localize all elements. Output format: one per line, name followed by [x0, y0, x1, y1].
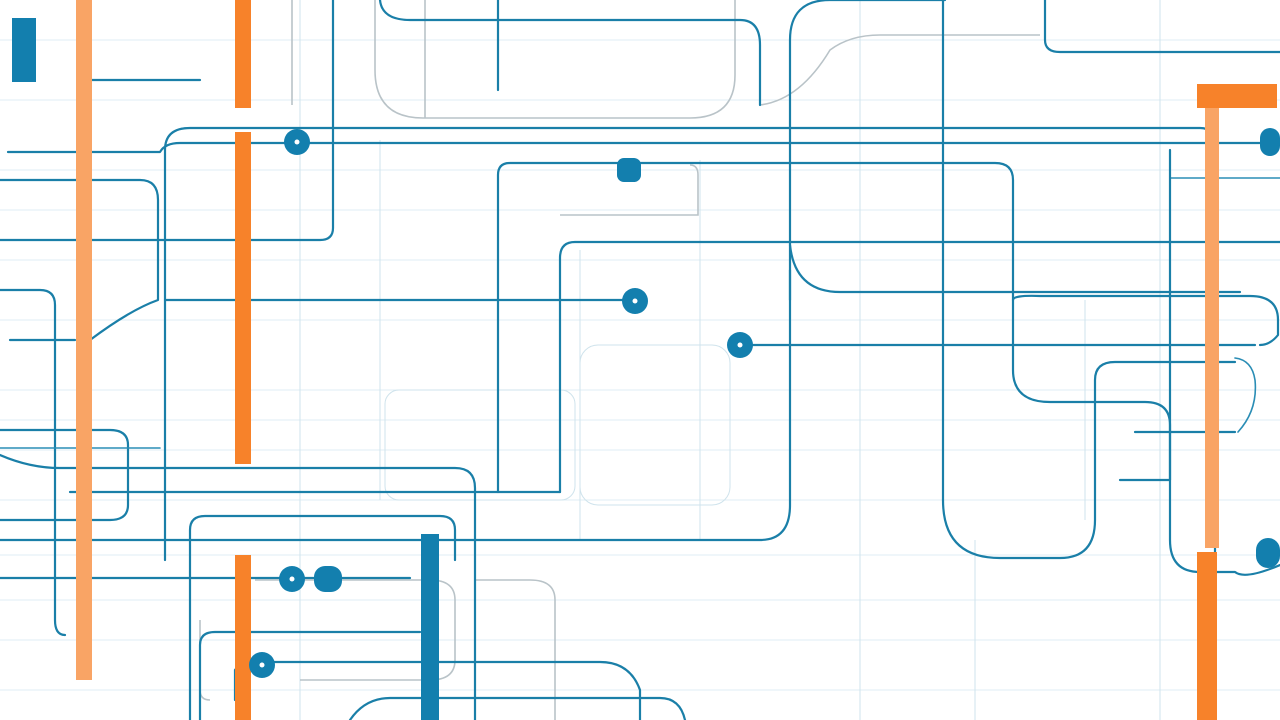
connection-nodes: [249, 128, 1280, 678]
orange-bar-middle: [235, 132, 251, 464]
orange-bar-bottom: [235, 555, 251, 720]
orange-bar-left: [76, 0, 92, 680]
grey-traces: [199, 0, 1040, 720]
orange-bar-top-right: [1197, 84, 1277, 108]
orange-bar-right: [1205, 108, 1219, 548]
orange-bar-bottom-right: [1197, 552, 1217, 720]
node-9: [1256, 538, 1280, 568]
blue-bar-bottom: [421, 534, 439, 720]
node-8: [1260, 128, 1280, 156]
orange-bar-top: [235, 0, 251, 108]
orange-bars: [76, 0, 1277, 720]
blue-block-top-left: [12, 18, 36, 82]
node-2: [617, 158, 641, 182]
node-6: [314, 566, 342, 592]
blue-bars: [12, 18, 439, 720]
